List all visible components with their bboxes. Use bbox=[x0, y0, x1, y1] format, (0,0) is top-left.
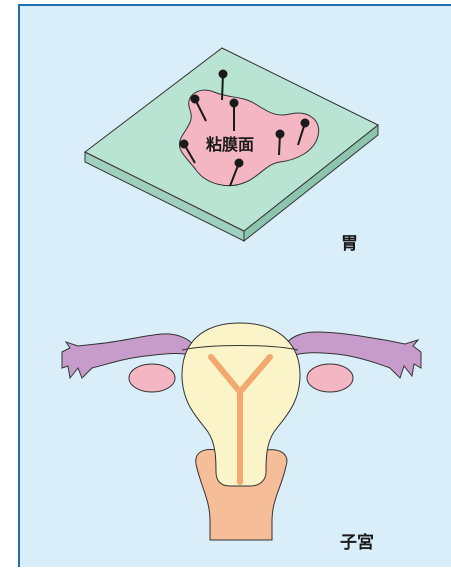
mucosa-surface-label: 粘膜面 bbox=[206, 131, 254, 155]
uterus-specimen bbox=[62, 323, 421, 540]
left-ovary bbox=[129, 364, 175, 392]
right-fallopian-tube bbox=[286, 332, 421, 378]
stomach-label: 胃 bbox=[341, 229, 358, 254]
right-ovary bbox=[307, 364, 353, 392]
uterus-label: 子宮 bbox=[340, 528, 374, 553]
